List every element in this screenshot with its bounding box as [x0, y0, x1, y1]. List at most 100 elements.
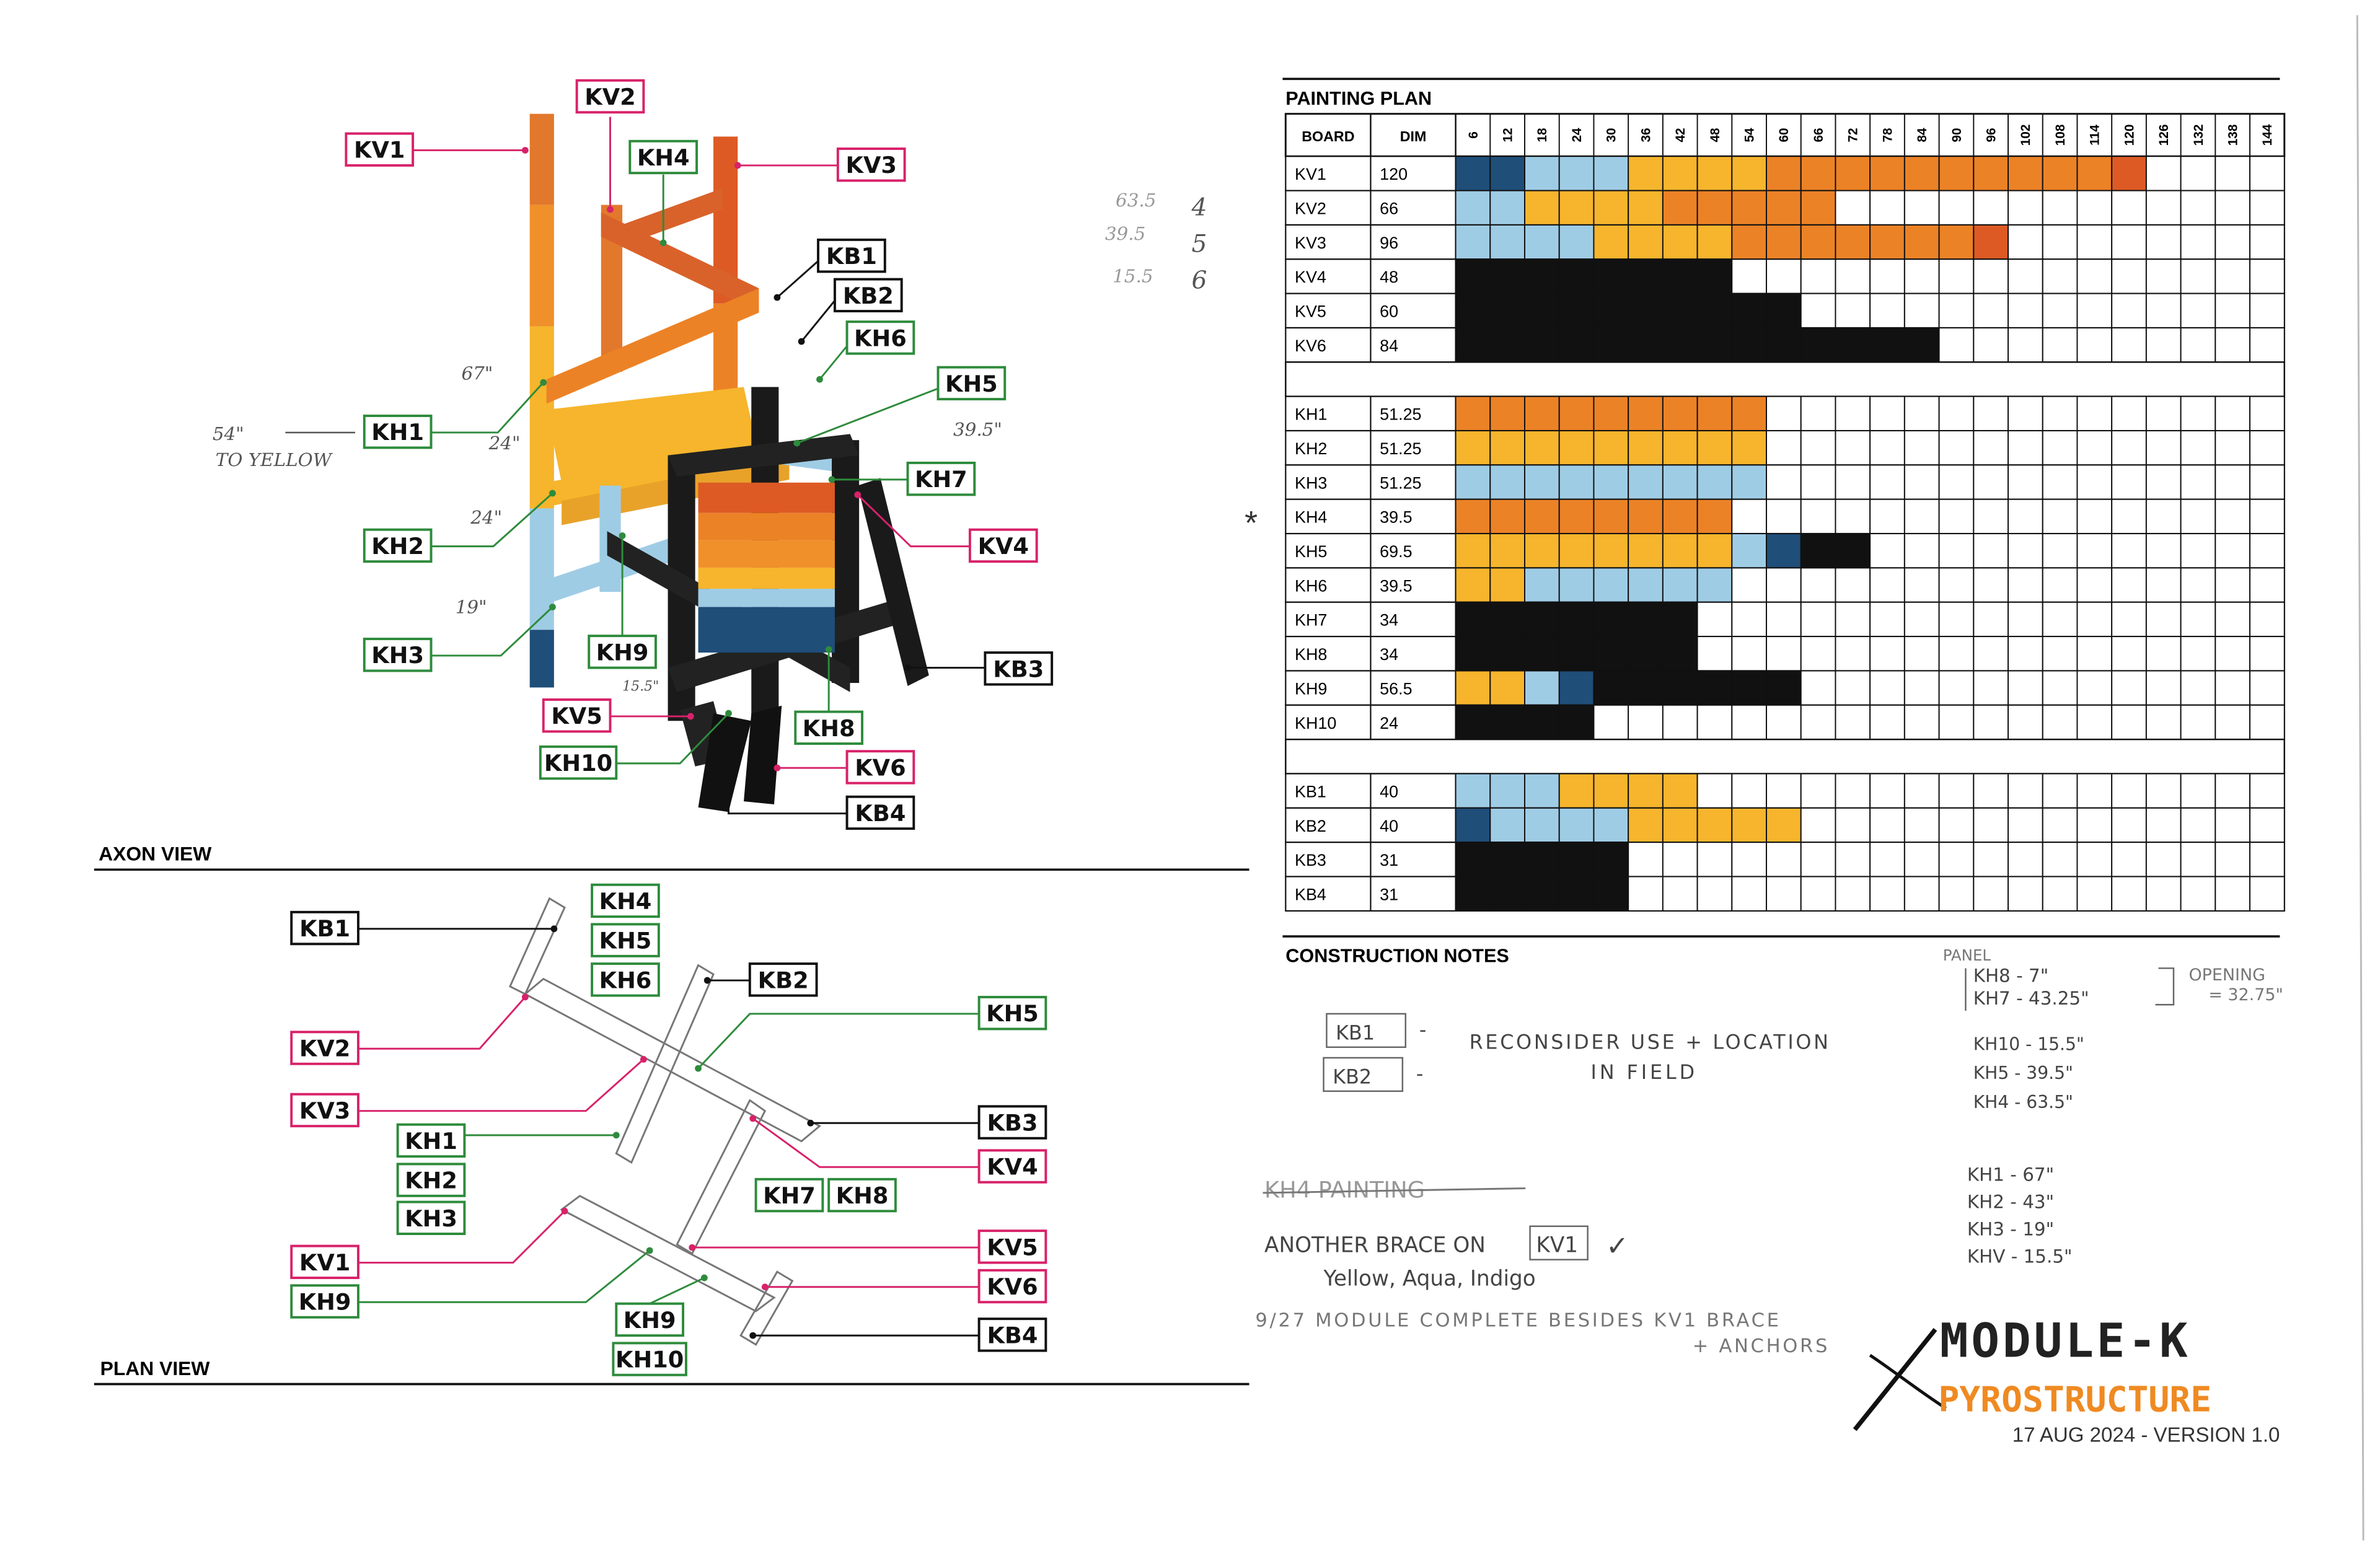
inch-header: 72 [1846, 128, 1861, 142]
paint-cell [2180, 842, 2216, 877]
paint-cell [1593, 327, 1629, 363]
paint-cell [1628, 533, 1664, 569]
paint-cell [1524, 498, 1560, 535]
paint-cell [1835, 464, 1871, 500]
paint-cell [1489, 842, 1525, 877]
leader-line [358, 1210, 566, 1264]
label-text: KV2 [584, 84, 635, 110]
paint-cell [2076, 807, 2113, 843]
paint-cell [1455, 498, 1491, 535]
paint-cell [2180, 704, 2216, 741]
paint-cell [1800, 292, 1836, 328]
leader-line [358, 1249, 651, 1303]
paint-cell [1938, 430, 1975, 466]
paint-cell [1869, 773, 1905, 809]
note-155: 15.5" [622, 679, 659, 694]
board-cell: KH1 [1295, 405, 1327, 424]
paint-cell [1731, 190, 1768, 226]
paint-cell [1835, 258, 1871, 294]
note-395b: 39.5 [1105, 223, 1145, 244]
paint-cell [2145, 395, 2182, 432]
paint-cell [1973, 498, 2009, 535]
leader-dot [774, 764, 781, 772]
plan-kv1-callout: KV1 [290, 1207, 568, 1280]
paint-cell [1489, 601, 1525, 638]
axon-kv4-callout: KV4 [854, 491, 1038, 563]
paint-cell [1558, 842, 1595, 877]
paint-cell [1800, 773, 1836, 809]
dim-cell: 34 [1380, 611, 1398, 630]
paint-cell [1662, 773, 1698, 809]
paint-cell [2042, 292, 2078, 328]
paint-cell [2076, 430, 2113, 466]
paint-cell [2145, 842, 2182, 877]
paint-cell [1696, 430, 1733, 466]
paint-cell [2180, 464, 2216, 500]
label-text: KH6 [599, 967, 652, 993]
plan-kv6-callout: KV6 [761, 1269, 1047, 1304]
paint-cell [2180, 292, 2216, 328]
note-to-yellow: TO YELLOW [216, 449, 333, 470]
leader-dot [749, 1115, 757, 1122]
paint-cell [2215, 156, 2251, 191]
leader-dot [904, 664, 911, 671]
label-text: KH1 [405, 1128, 457, 1154]
paint-cell [2145, 601, 2182, 638]
paint-cell [2111, 224, 2147, 260]
plan-view-title: PLAN VIEW [100, 1357, 211, 1379]
paint-cell [1662, 842, 1698, 877]
paint-cell [1455, 395, 1491, 432]
paint-cell [1835, 395, 1871, 432]
leader-dot [607, 206, 614, 213]
paint-cell [1662, 670, 1698, 706]
dim-cell: 39.5 [1380, 508, 1412, 527]
inch-header: 12 [1501, 128, 1515, 142]
paint-cell [1662, 533, 1698, 569]
paint-cell [1938, 876, 1975, 912]
paint-cell [2111, 807, 2147, 843]
board-cell: KH7 [1295, 611, 1327, 630]
dim-cell: 51.25 [1380, 405, 1421, 424]
paint-cell [1455, 190, 1491, 226]
paint-cell [2076, 190, 2113, 226]
paint-cell [1903, 601, 1940, 638]
label-text: KB1 [299, 915, 350, 942]
paint-cell [1903, 636, 1940, 672]
paint-cell [1628, 430, 1664, 466]
paint-cell [1938, 807, 1975, 843]
axon-kh3-callout: KH3 [363, 604, 556, 672]
paint-cell [1869, 498, 1905, 535]
kh4-star-mark: * [1245, 504, 1258, 542]
plan-kh5-callout: KH5 [695, 996, 1047, 1072]
paint-cell [1489, 190, 1525, 226]
label-box [977, 1229, 1047, 1264]
paint-cell [2111, 601, 2147, 638]
paint-cell [1973, 807, 2009, 843]
note-395: 39.5" [953, 419, 1002, 440]
label-box [827, 1177, 897, 1213]
label-box [591, 883, 660, 918]
plan-kh7-callout: KH7 [754, 1177, 824, 1213]
paint-cell [2076, 601, 2113, 638]
paint-cell [1835, 807, 1871, 843]
paint-cell [1800, 395, 1836, 432]
paint-cell [1593, 670, 1629, 706]
dim-cell: 31 [1380, 886, 1398, 904]
paint-cell [1766, 636, 1802, 672]
paint-cell [1524, 224, 1560, 260]
paint-cell [1593, 498, 1629, 535]
paint-cell [1489, 292, 1525, 328]
paint-cell [1869, 842, 1905, 877]
paint-cell [2180, 876, 2216, 912]
inch-header: 108 [2053, 125, 2068, 146]
paint-cell [1455, 876, 1491, 912]
dim-cell: 96 [1380, 234, 1398, 252]
paint-cell [2215, 430, 2251, 466]
inch-header: 120 [2122, 125, 2136, 146]
paint-cell [1973, 156, 2009, 191]
inch-header: 78 [1880, 128, 1895, 142]
title-block: MODULE-K PYROSTRUCTURE 17 AUG 2024 - VER… [1853, 1313, 2280, 1447]
paint-cell [1766, 464, 1802, 500]
